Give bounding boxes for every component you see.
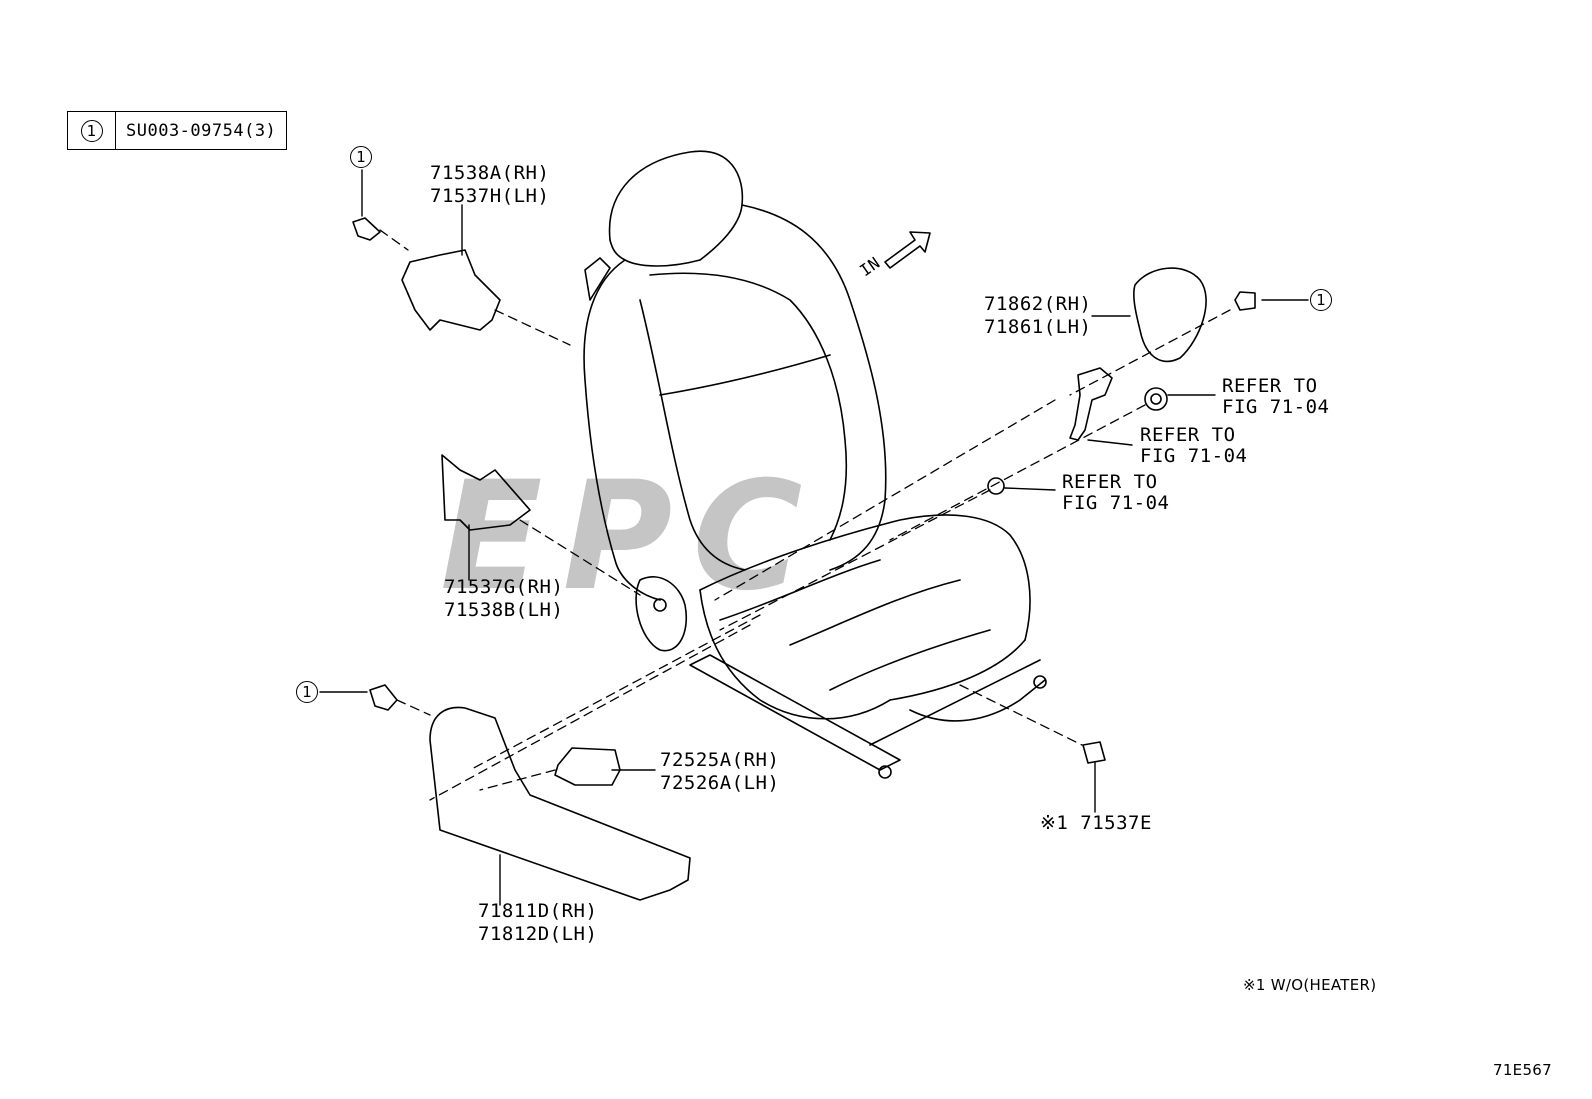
bolt-marker-right: 1 xyxy=(1310,289,1332,311)
refer-note-3-line2[interactable]: FIG 71-04 xyxy=(1062,492,1170,514)
part-label-72525a[interactable]: 72525A(RH) xyxy=(660,749,780,771)
figure-code: 71E567 xyxy=(1493,1061,1552,1079)
recliner-cover xyxy=(1133,267,1207,363)
watermark: EPC xyxy=(440,450,823,624)
refer-note-1-line1: REFER TO xyxy=(1222,375,1318,397)
part-label-71537h[interactable]: 71537H(LH) xyxy=(430,185,550,207)
footnote: ※1 W/O(HEATER) xyxy=(1243,976,1377,994)
part-label-71811d[interactable]: 71811D(RH) xyxy=(478,900,598,922)
seatback-left xyxy=(583,259,661,601)
in-arrow xyxy=(884,231,931,269)
part-label-72526a[interactable]: 72526A(LH) xyxy=(660,772,780,794)
cushion-seam-1 xyxy=(719,559,881,621)
lift-knob xyxy=(554,747,621,786)
screw-3 xyxy=(369,684,398,711)
legend-table: 1 SU003-09754(3) xyxy=(67,111,288,150)
headrest-side xyxy=(609,239,701,267)
seatback-seam xyxy=(659,354,831,396)
rail-bolt-2 xyxy=(1033,675,1047,689)
middle-bracket xyxy=(441,454,531,531)
cushion-front xyxy=(889,639,1026,701)
cushion-top xyxy=(699,514,1031,641)
cushion-side xyxy=(699,589,891,720)
upper-bracket xyxy=(401,249,501,331)
refer-note-2-line2[interactable]: FIG 71-04 xyxy=(1140,445,1248,467)
seat-rail-right xyxy=(909,679,1046,722)
refer-note-2-line1: REFER TO xyxy=(1140,424,1236,446)
cushion-seam-2 xyxy=(789,579,961,646)
side-shield xyxy=(429,706,691,901)
cushion-seam-3 xyxy=(829,629,991,691)
headrest xyxy=(608,150,744,261)
recliner-lever xyxy=(1069,367,1113,441)
washer xyxy=(987,477,1005,495)
legend-symbol-cell: 1 xyxy=(68,112,116,149)
bolt-marker-lower-left: 1 xyxy=(296,681,318,703)
seat-rail-left xyxy=(689,654,901,771)
rail-bolt-1 xyxy=(878,765,892,779)
seatback-front xyxy=(649,272,848,541)
bolt-marker-upper-left: 1 xyxy=(350,146,372,168)
part-label-71538b[interactable]: 71538B(LH) xyxy=(444,599,564,621)
seatback-outline xyxy=(741,204,887,571)
side-bolster xyxy=(584,257,611,301)
part-label-71538a[interactable]: 71538A(RH) xyxy=(430,162,550,184)
seatback-panel xyxy=(639,299,746,571)
refer-note-1-line2[interactable]: FIG 71-04 xyxy=(1222,396,1330,418)
screw-1 xyxy=(352,217,381,241)
legend-code: SU003-09754(3) xyxy=(126,120,277,141)
part-label-71862[interactable]: 71862(RH) xyxy=(984,293,1092,315)
legend-symbol: 1 xyxy=(80,119,103,142)
part-label-71812d[interactable]: 71812D(LH) xyxy=(478,923,598,945)
clip xyxy=(1082,741,1106,764)
part-label-71537e[interactable]: ※1 71537E xyxy=(1040,812,1152,834)
nut xyxy=(1144,387,1168,411)
refer-note-3-line1: REFER TO xyxy=(1062,471,1158,493)
part-label-71537g[interactable]: 71537G(RH) xyxy=(444,576,564,598)
part-label-71861[interactable]: 71861(LH) xyxy=(984,316,1092,338)
screw-2 xyxy=(1234,291,1256,311)
recliner-mechanism xyxy=(635,576,687,652)
rail-bar xyxy=(869,659,1041,746)
